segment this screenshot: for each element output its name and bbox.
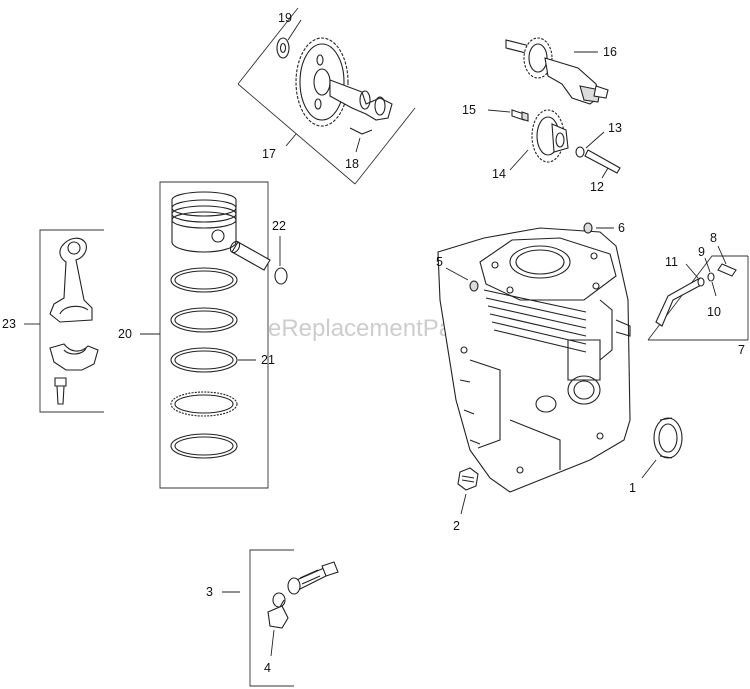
callout-23: 23 — [2, 317, 16, 331]
callout-5: 5 — [436, 255, 443, 269]
callout-4: 4 — [264, 661, 271, 675]
breather-washer[interactable] — [707, 272, 715, 282]
callout-15: 15 — [462, 103, 476, 117]
callout-12: 12 — [590, 180, 604, 194]
callout-14: 14 — [492, 167, 506, 181]
callout-7: 7 — [738, 343, 745, 357]
camshaft-lobes[interactable] — [329, 79, 393, 121]
callout-10: 10 — [707, 305, 721, 319]
balance-bolt[interactable] — [511, 109, 529, 122]
breather-tube[interactable] — [655, 277, 704, 327]
callout-11: 11 — [665, 255, 678, 269]
piston-pin[interactable] — [229, 240, 271, 271]
balance-shaft-group: 16 15 14 13 12 — [462, 37, 622, 194]
governor-washer[interactable] — [575, 146, 585, 158]
callout-2: 2 — [453, 519, 460, 533]
crankcase[interactable] — [437, 227, 631, 493]
callout-3: 3 — [206, 585, 213, 599]
callout-16: 16 — [603, 45, 617, 59]
callout-20: 20 — [118, 327, 132, 341]
oil-seal[interactable] — [653, 417, 683, 459]
camshaft-group: 19 17 18 — [237, 7, 416, 185]
breather-grommet[interactable] — [697, 277, 705, 287]
piston-ring-set[interactable] — [170, 267, 238, 459]
breather-clip[interactable] — [717, 263, 737, 277]
piston[interactable] — [171, 191, 237, 253]
piston-group: 22 21 20 — [118, 181, 288, 489]
oil-adapter-cap[interactable] — [267, 592, 289, 629]
callout-21: 21 — [261, 353, 275, 367]
connecting-rod-cap[interactable] — [49, 343, 99, 371]
callout-18: 18 — [345, 157, 359, 171]
locating-dowel[interactable] — [583, 222, 593, 234]
connecting-rod[interactable] — [49, 237, 93, 323]
crankcase-group: 1 2 5 6 — [436, 221, 683, 533]
camshaft-washer[interactable] — [276, 37, 290, 59]
connecting-rod-bolt[interactable] — [54, 377, 67, 405]
piston-pin-clip[interactable] — [274, 267, 288, 285]
governor-gear[interactable] — [531, 109, 569, 163]
callout-8: 8 — [710, 231, 717, 245]
breather-group: 11 9 8 10 7 — [647, 231, 749, 357]
callout-19: 19 — [278, 11, 292, 25]
callout-13: 13 — [608, 121, 622, 135]
drain-plug[interactable] — [457, 467, 479, 491]
dowel-pin[interactable] — [469, 280, 479, 292]
callout-9: 9 — [698, 245, 705, 259]
callout-1: 1 — [629, 481, 636, 495]
connecting-rod-group: 23 — [2, 229, 104, 413]
camshaft-gear[interactable] — [295, 37, 349, 127]
callout-17: 17 — [262, 147, 276, 161]
balance-shaft[interactable] — [505, 37, 609, 105]
governor-shaft[interactable] — [584, 149, 621, 174]
callout-22: 22 — [272, 219, 286, 233]
callout-6: 6 — [618, 221, 625, 235]
camshaft-pin[interactable] — [349, 127, 373, 135]
oil-adapter-group: 3 4 — [206, 549, 339, 687]
oil-adapter[interactable] — [287, 561, 339, 595]
